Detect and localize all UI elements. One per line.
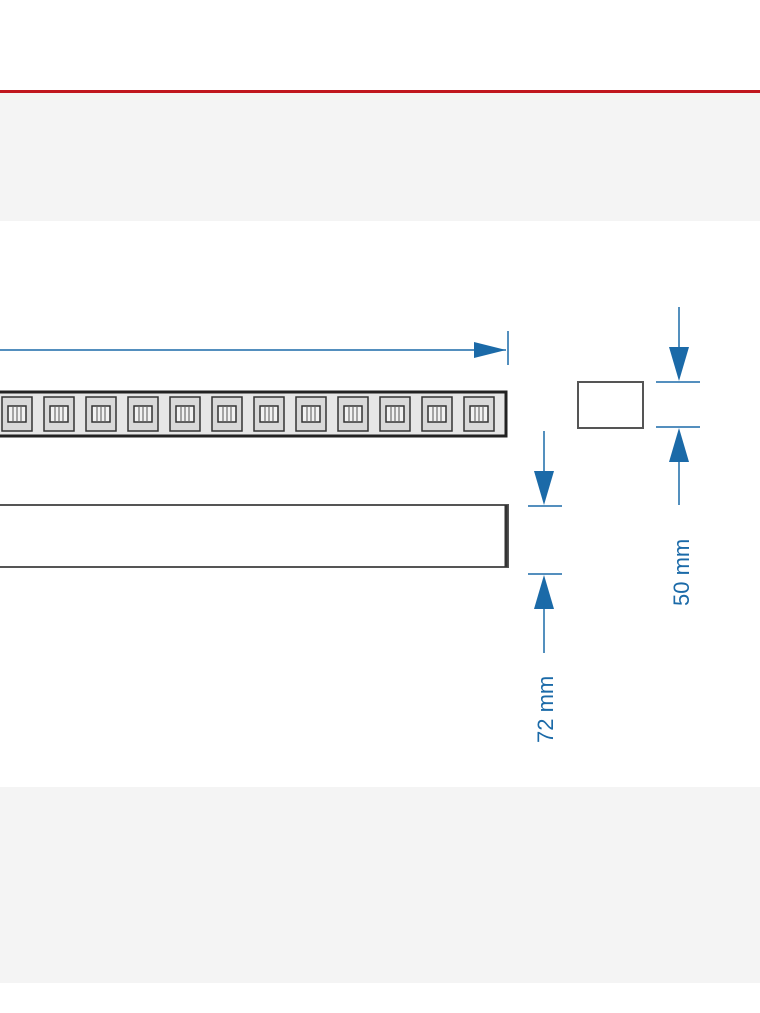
height-dimension-label: 72 mm xyxy=(533,676,558,743)
led-module xyxy=(169,396,201,432)
width-dimension-label: 50 mm xyxy=(669,539,694,606)
lower-gray-band xyxy=(0,787,760,983)
led-module xyxy=(43,396,75,432)
led-module xyxy=(421,396,453,432)
technical-drawing-panel: 72 mm 50 mm xyxy=(0,221,760,787)
width-dim-bottom-arrow xyxy=(669,428,689,462)
profile-side-view xyxy=(0,504,509,568)
led-module xyxy=(463,396,495,432)
length-arrowhead xyxy=(474,342,506,358)
height-dim-top-arrow xyxy=(534,471,554,505)
page-header-area xyxy=(0,0,760,91)
upper-gray-band xyxy=(0,93,760,221)
width-dim-top-arrow xyxy=(669,347,689,381)
profile-cross-section xyxy=(577,381,644,429)
led-module xyxy=(379,396,411,432)
header-divider-red xyxy=(0,90,760,93)
led-module xyxy=(127,396,159,432)
led-module xyxy=(295,396,327,432)
height-dim-bottom-arrow xyxy=(534,575,554,609)
led-module xyxy=(211,396,243,432)
led-module xyxy=(1,396,33,432)
led-module-row xyxy=(1,396,495,432)
page-footer-strip xyxy=(0,983,760,1013)
led-module xyxy=(85,396,117,432)
led-module xyxy=(337,396,369,432)
dimension-drawing: 72 mm 50 mm xyxy=(0,307,700,743)
led-module xyxy=(253,396,285,432)
